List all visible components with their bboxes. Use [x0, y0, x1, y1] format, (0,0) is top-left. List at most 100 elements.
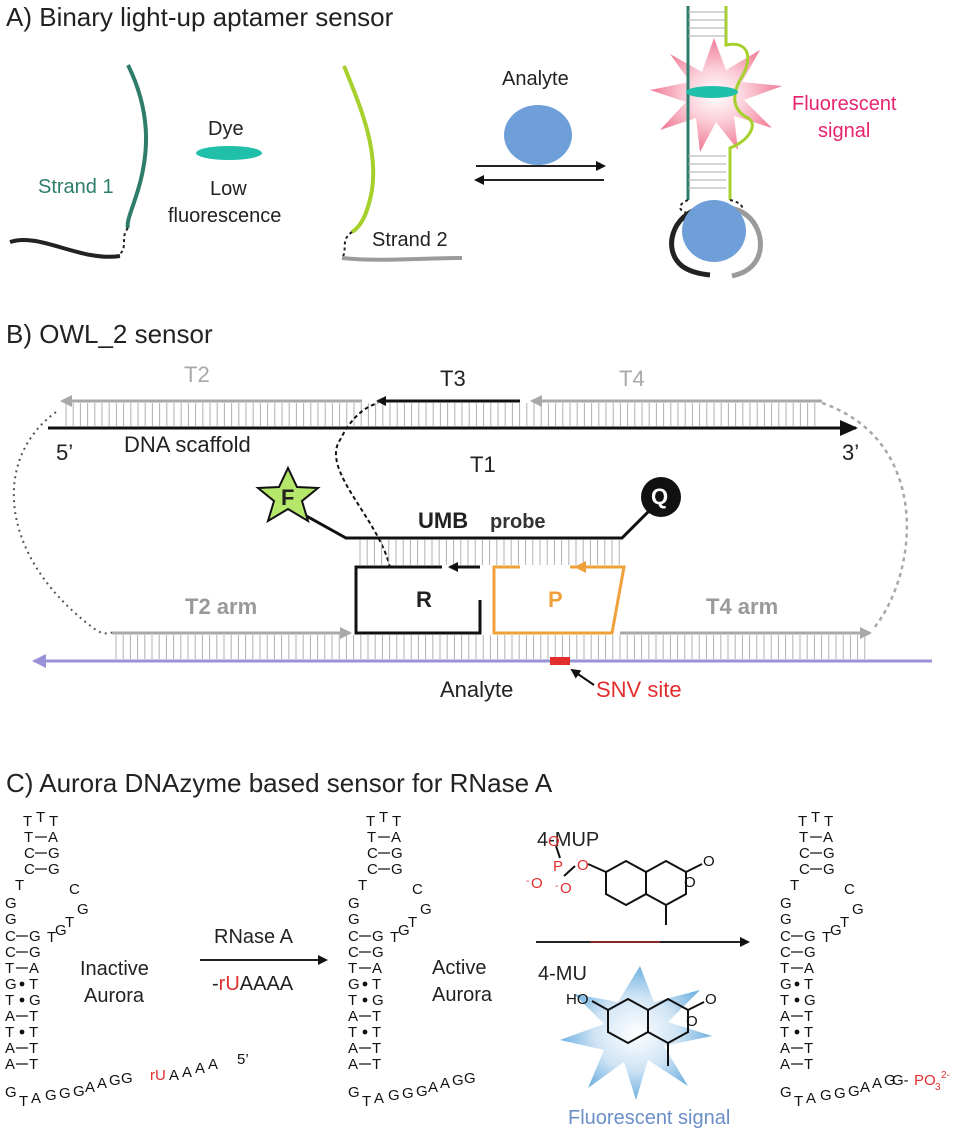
stem-pair-right: T	[804, 976, 813, 993]
wobble-dot	[19, 997, 25, 1003]
blue-fluorescence-burst	[560, 966, 712, 1100]
tail-base: A	[806, 1090, 816, 1107]
mup-label: 4-MUP	[537, 829, 599, 851]
umb-label: UMB	[418, 508, 468, 533]
stem-left-base: G	[348, 911, 360, 928]
tail-base: G	[121, 1070, 133, 1087]
analyte-label-b: Analyte	[440, 677, 513, 702]
mup-o-minus-2: O	[560, 880, 572, 897]
bulge-base: G	[852, 901, 864, 918]
loop-base: T	[824, 813, 833, 830]
cleaved-dash: -	[212, 973, 219, 995]
stem-pair-left: A	[348, 1040, 358, 1057]
stem-pair-right: G	[804, 992, 816, 1009]
tail-base: G	[884, 1072, 896, 1089]
hairpin-pair-left: C	[799, 861, 810, 878]
strand-1-linker	[119, 227, 129, 255]
stem-left-base: G	[5, 895, 17, 912]
stem-pair-right: G	[804, 928, 816, 945]
stem-pair-left: A	[780, 1056, 790, 1073]
panel-a-title: A) Binary light-up aptamer sensor	[6, 2, 394, 32]
stem-pair-left: T	[780, 1024, 789, 1041]
panel-a: A) Binary light-up aptamer sensor Strand…	[6, 2, 897, 279]
stem-pair-right: T	[804, 1008, 813, 1025]
stem-left-base: G	[348, 895, 360, 912]
mu-hydroxyl-bond	[591, 1000, 609, 1011]
bound-rungs	[688, 11, 726, 189]
mu-o-ring: O	[686, 1013, 698, 1030]
tail-base: T	[19, 1093, 28, 1110]
stem-pair-right: T	[372, 1024, 381, 1041]
hairpin-pair-left: T	[367, 829, 376, 846]
stem-pair-left: T	[5, 992, 14, 1009]
tail-ru: rU	[150, 1067, 166, 1084]
stem-pair-right: T	[804, 1024, 813, 1041]
snv-label: SNV site	[596, 677, 682, 702]
mup-minus-2: -	[555, 881, 558, 892]
mu-label: 4-MU	[538, 963, 587, 985]
tail-base: A	[97, 1075, 107, 1092]
stem-pair-right: A	[372, 960, 382, 977]
cleaved-fragment: -rUAAAA	[212, 973, 294, 995]
tail-base: G	[73, 1083, 85, 1100]
scaffold-label: DNA scaffold	[124, 432, 251, 457]
stem-pair-right: G	[372, 944, 384, 961]
mu-ho: HO	[566, 991, 589, 1008]
mup-p-o	[563, 865, 576, 877]
stem-pair-right: T	[372, 1008, 381, 1025]
bulge-base: T	[840, 914, 849, 931]
mup-p-double-o	[555, 845, 561, 859]
hairpin-pair-right: G	[391, 845, 403, 862]
wobble-dot	[794, 1029, 800, 1035]
low-fluor-line1: Low	[210, 178, 247, 200]
po3-subscript: 3	[935, 1082, 941, 1093]
fluorescent-signal-line2: signal	[818, 120, 870, 142]
stem-pair-left: T	[348, 1024, 357, 1041]
snv-pointer-arrow	[570, 668, 595, 686]
bulge-base: T	[358, 877, 367, 894]
stem-pair-left: A	[780, 1008, 790, 1025]
p-label: P	[548, 587, 563, 612]
stem-pair-right: T	[29, 976, 38, 993]
wobble-dot	[362, 981, 368, 987]
quencher-circle	[641, 477, 681, 517]
stem-pair-right: G	[29, 928, 41, 945]
loop-base: T	[392, 813, 401, 830]
probe-label: probe	[490, 511, 546, 533]
inactive-label-line2: Aurora	[84, 985, 145, 1007]
tail-base: G	[464, 1070, 476, 1087]
tail-base: G	[109, 1072, 121, 1089]
hairpin-pair-right: G	[823, 861, 835, 878]
analyte-label-a: Analyte	[502, 68, 569, 90]
three-prime-label: 3’	[842, 440, 859, 465]
strand-1-label: Strand 1	[38, 176, 114, 198]
mup-o-top: O	[548, 833, 560, 850]
quencher-label: Q	[651, 484, 668, 509]
loop-base: T	[798, 813, 807, 830]
wobble-dot	[794, 997, 800, 1003]
t2-linker	[12, 411, 115, 635]
tail-base: G	[820, 1087, 832, 1104]
hairpin-pair-left: C	[24, 845, 35, 862]
stem-pair-left: A	[5, 1056, 15, 1073]
hairpin-pair-left: C	[367, 861, 378, 878]
bulge-base: T	[790, 877, 799, 894]
tail-base: G	[416, 1083, 428, 1100]
hairpin-pair-left: T	[799, 829, 808, 846]
tail-base: A	[85, 1079, 95, 1096]
hairpin-pair-left: T	[24, 829, 33, 846]
stem-pair-right: T	[372, 1056, 381, 1073]
tail-base: T	[362, 1093, 371, 1110]
tail-base: G	[834, 1085, 846, 1102]
fluorophore-label: F	[281, 485, 294, 510]
hairpin-pair-right: G	[48, 845, 60, 862]
mup-ester-bond	[587, 863, 607, 873]
r-linker	[334, 402, 391, 569]
strand-2-bound	[724, 6, 754, 200]
stem-pair-left: T	[5, 960, 14, 977]
r-strand	[354, 565, 482, 635]
stem-pair-right: A	[29, 960, 39, 977]
stem-pair-left: A	[348, 1056, 358, 1073]
